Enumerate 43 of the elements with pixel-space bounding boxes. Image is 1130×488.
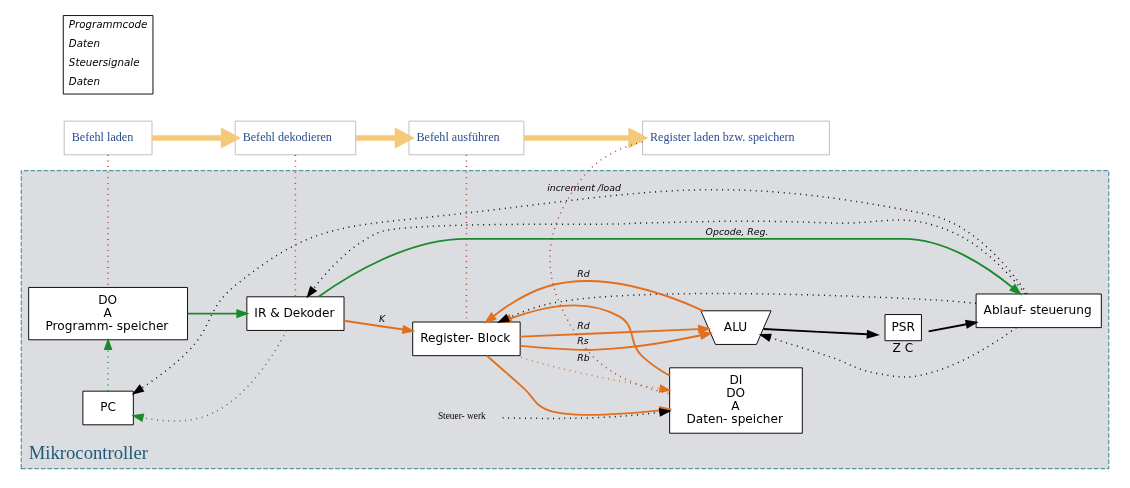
edge-label: Opcode, Reg. bbox=[705, 226, 769, 238]
node-label: Z C bbox=[892, 341, 914, 356]
edge-label: K bbox=[379, 313, 386, 325]
arrow bbox=[343, 319, 416, 334]
edge-label: Rb bbox=[577, 352, 590, 364]
node-box: IR & Dekoder bbox=[246, 296, 345, 331]
connector bbox=[107, 154, 109, 288]
arrow bbox=[519, 330, 714, 351]
edge-label: increment /load bbox=[547, 182, 621, 194]
edge-label: Rd bbox=[577, 268, 590, 280]
node-box: Register laden bzw. speichern bbox=[642, 120, 830, 156]
node-box: Befehl laden bbox=[63, 120, 153, 156]
arrow bbox=[152, 127, 241, 149]
legend-label: Programmcode bbox=[68, 18, 148, 31]
node-box: Register- Block bbox=[412, 321, 521, 357]
node-box: Ablauf- steuerung bbox=[975, 293, 1102, 329]
arrow bbox=[758, 326, 1017, 378]
node-box: DO A Programm- speicher bbox=[28, 287, 188, 341]
legend-label: Daten bbox=[68, 37, 100, 50]
legend-label: Daten bbox=[68, 74, 100, 87]
arrow bbox=[103, 337, 113, 392]
arrow bbox=[762, 328, 880, 339]
arrow bbox=[927, 319, 979, 333]
arrow bbox=[317, 237, 1023, 298]
arrow bbox=[355, 127, 415, 149]
legend-label: Steuersignale bbox=[68, 55, 140, 68]
node-box: DI DO A Daten- speicher bbox=[669, 367, 803, 434]
arrow bbox=[519, 324, 712, 338]
node-box: Befehl ausführen bbox=[408, 120, 525, 156]
node-text: Steuer- werk bbox=[437, 410, 486, 421]
arrow bbox=[514, 355, 672, 393]
arrow bbox=[524, 127, 649, 149]
node-box: Befehl dekodieren bbox=[234, 120, 357, 156]
arrow bbox=[306, 219, 1026, 299]
arrow bbox=[131, 329, 288, 423]
connector bbox=[549, 141, 671, 395]
edge-label: Rs bbox=[577, 335, 589, 347]
arrow bbox=[131, 189, 1028, 395]
connector bbox=[294, 154, 297, 298]
node-box: PC bbox=[82, 390, 134, 426]
arrow bbox=[501, 408, 672, 420]
edge-label: Rd bbox=[577, 319, 590, 331]
arrow bbox=[186, 309, 250, 319]
